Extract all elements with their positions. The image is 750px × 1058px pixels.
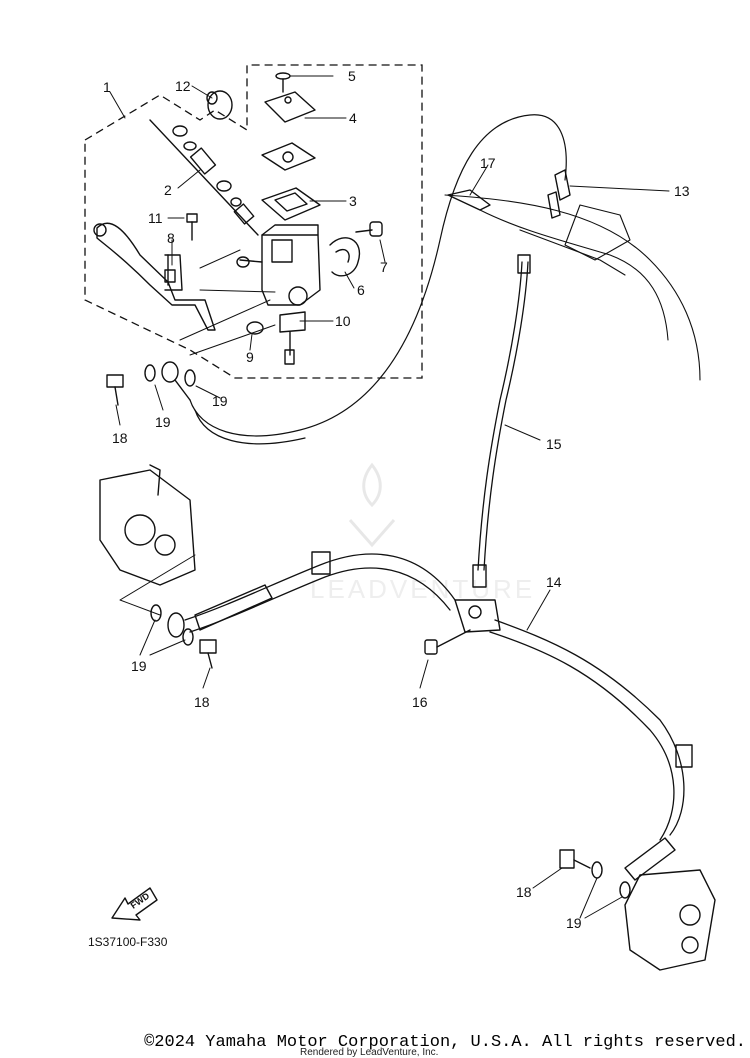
callout-6: 6 — [357, 282, 365, 298]
footer: ©2024 Yamaha Motor Corporation, U.S.A. A… — [0, 1033, 750, 1058]
callout-2: 2 — [164, 182, 172, 198]
clamp-bolt — [355, 221, 383, 237]
lower-right-washer-b — [619, 881, 631, 899]
clamp-holder — [329, 237, 361, 277]
reservoir-cap — [264, 91, 316, 123]
left-brake-hose — [184, 551, 456, 633]
callout-1: 1 — [103, 79, 111, 95]
callout-18-lower-right: 18 — [516, 884, 532, 900]
callout-12: 12 — [175, 78, 191, 94]
rendered-by-notice: Rendered by LeadVenture, Inc. — [300, 1047, 439, 1058]
callout-10: 10 — [335, 313, 351, 329]
lever-bolt — [186, 213, 198, 241]
leadventure-watermark: LEADVENTURE — [310, 462, 535, 604]
callout-19-lower-right: 19 — [566, 915, 582, 931]
cap-screw — [275, 72, 291, 93]
right-brake-hose — [489, 619, 693, 881]
callout-18-lower-left: 18 — [194, 694, 210, 710]
reservoir-diaphragm — [261, 187, 321, 221]
callout-3: 3 — [349, 193, 357, 209]
callout-18-upper: 18 — [112, 430, 128, 446]
lower-left-washer-a — [150, 604, 162, 622]
lower-left-banjo-bolt — [199, 639, 217, 669]
upper-banjo-fitting — [161, 361, 191, 401]
upper-banjo-bolt — [106, 374, 124, 406]
callout-5: 5 — [348, 68, 356, 84]
lower-right-banjo-bolt — [559, 849, 591, 869]
dust-boot — [206, 90, 233, 120]
brake-switch — [279, 311, 306, 365]
copyright-notice: ©2024 Yamaha Motor Corporation, U.S.A. A… — [144, 1033, 746, 1052]
callout-7: 7 — [380, 259, 388, 275]
joint-bolt — [424, 629, 471, 655]
callout-4: 4 — [349, 110, 357, 126]
svg-text:LEADVENTURE: LEADVENTURE — [310, 574, 535, 604]
callout-19-upper-b: 19 — [212, 393, 228, 409]
diagram-part-number: 1S37100-F330 — [88, 935, 168, 949]
callout-15: 15 — [546, 436, 562, 452]
callout-17: 17 — [480, 155, 496, 171]
callout-labels: 1 2 3 4 5 6 7 8 9 10 11 12 13 14 15 16 1… — [103, 68, 690, 931]
callout-11: 11 — [148, 210, 163, 226]
callout-8: 8 — [167, 230, 175, 246]
left-brake-caliper — [99, 464, 196, 586]
pivot-bolt — [164, 254, 176, 286]
hose-bracket — [447, 189, 491, 211]
brake-lever — [93, 222, 216, 331]
master-cylinder-body — [236, 224, 321, 306]
callout-13: 13 — [674, 183, 690, 199]
lower-left-washer-b — [182, 628, 194, 646]
upper-washer-a — [144, 364, 156, 382]
lower-right-washer-a — [591, 861, 603, 879]
right-brake-caliper — [624, 869, 716, 971]
callout-16: 16 — [412, 694, 428, 710]
piston-kit — [149, 119, 259, 236]
reservoir-plate — [261, 142, 316, 171]
brake-hose-joint — [454, 599, 501, 633]
assembly-dashed-outline — [84, 64, 423, 379]
hose-fitting-13 — [547, 169, 571, 219]
lower-left-banjo-fitting — [167, 612, 185, 638]
callout-9: 9 — [246, 349, 254, 365]
fwd-label: FWD — [129, 890, 152, 910]
callout-19-lower-left: 19 — [131, 658, 147, 674]
brake-pipe — [472, 254, 531, 588]
grommet — [246, 321, 264, 335]
upper-washer-b — [184, 369, 196, 387]
upper-brake-hose — [189, 114, 567, 437]
callout-14: 14 — [546, 574, 562, 590]
frame-outline — [444, 194, 701, 381]
forward-arrow-icon — [111, 887, 158, 921]
callout-19-upper-a: 19 — [155, 414, 171, 430]
